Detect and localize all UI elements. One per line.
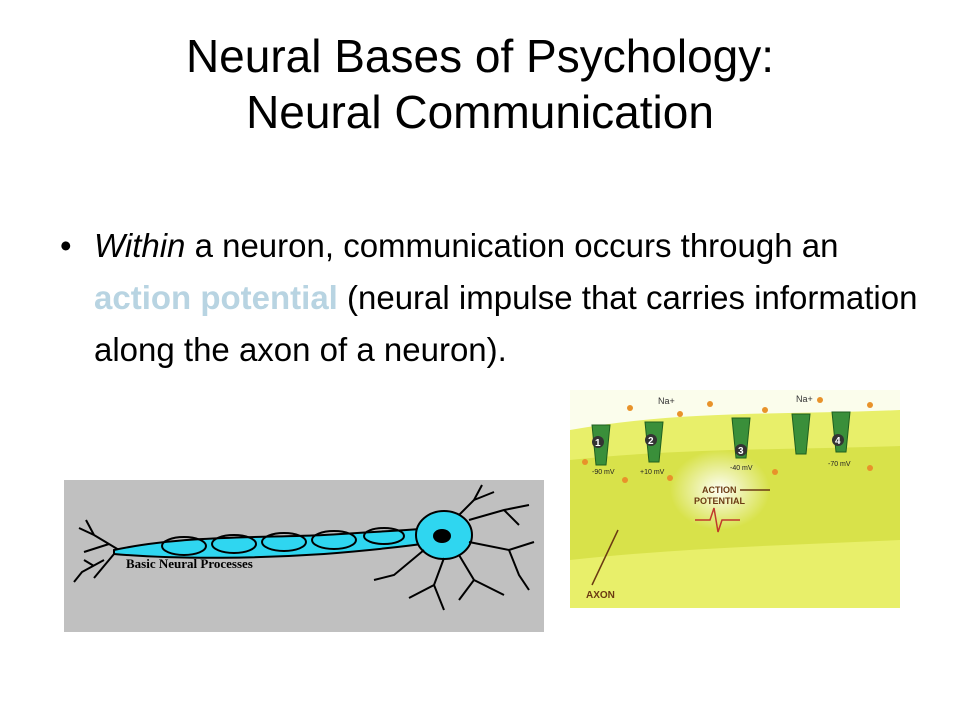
step-4: 4 (835, 436, 841, 447)
step-markers: 1 2 3 4 (592, 434, 844, 457)
bullet-marker: • (60, 227, 72, 264)
bullet-text-b: (neural impulse that carries information… (94, 279, 918, 368)
na-label-1: Na+ (658, 396, 675, 406)
ion-labels: Na+ Na+ (658, 394, 813, 406)
action-potential-label: ACTION POTENTIAL (694, 485, 746, 506)
action-potential-highlight: action potential (94, 279, 338, 316)
nucleus (433, 529, 451, 543)
title-line-2: Neural Communication (246, 86, 714, 138)
slide-title: Neural Bases of Psychology: Neural Commu… (0, 28, 960, 140)
spike-trace (695, 507, 740, 533)
bullet-text-a: a neuron, communication occurs through a… (185, 227, 839, 264)
bullet-text: Within a neuron, communication occurs th… (94, 220, 920, 376)
step-2: 2 (648, 436, 654, 447)
bullet-item: • Within a neuron, communication occurs … (60, 220, 920, 376)
potential-label: POTENTIAL (694, 496, 746, 506)
step-1: 1 (595, 438, 601, 449)
neuron-illustration: Basic Neural Processes (73, 484, 535, 611)
step-3: 3 (738, 446, 744, 457)
neuron-figure: Basic Neural Processes (64, 480, 544, 632)
title-line-1: Neural Bases of Psychology: (185, 30, 775, 82)
voltage-4: -70 mV (828, 461, 851, 468)
na-label-2: Na+ (796, 394, 813, 404)
action-label: ACTION (702, 485, 737, 495)
voltage-3: -40 mV (730, 465, 753, 472)
voltage-1: -90 mV (592, 469, 615, 476)
bullet-italic-lead: Within (94, 227, 186, 264)
axon-label: AXON (586, 590, 615, 601)
axon-figure: 1 2 3 4 Na+ Na+ -90 mV +10 mV -40 mV -70… (570, 390, 900, 608)
action-potential-glow (670, 450, 770, 530)
dendrites-left (73, 519, 120, 583)
axon-pointer-line (591, 529, 619, 586)
voltage-2: +10 mV (640, 469, 665, 476)
myelin-sheaths (161, 527, 405, 556)
dendrites-right (373, 484, 535, 611)
axon-illustration: 1 2 3 4 Na+ Na+ -90 mV +10 mV -40 mV -70… (570, 390, 900, 608)
ion-dots (582, 397, 873, 483)
voltage-labels: -90 mV +10 mV -40 mV -70 mV (592, 461, 851, 476)
neuron-caption: Basic Neural Processes (126, 556, 253, 571)
